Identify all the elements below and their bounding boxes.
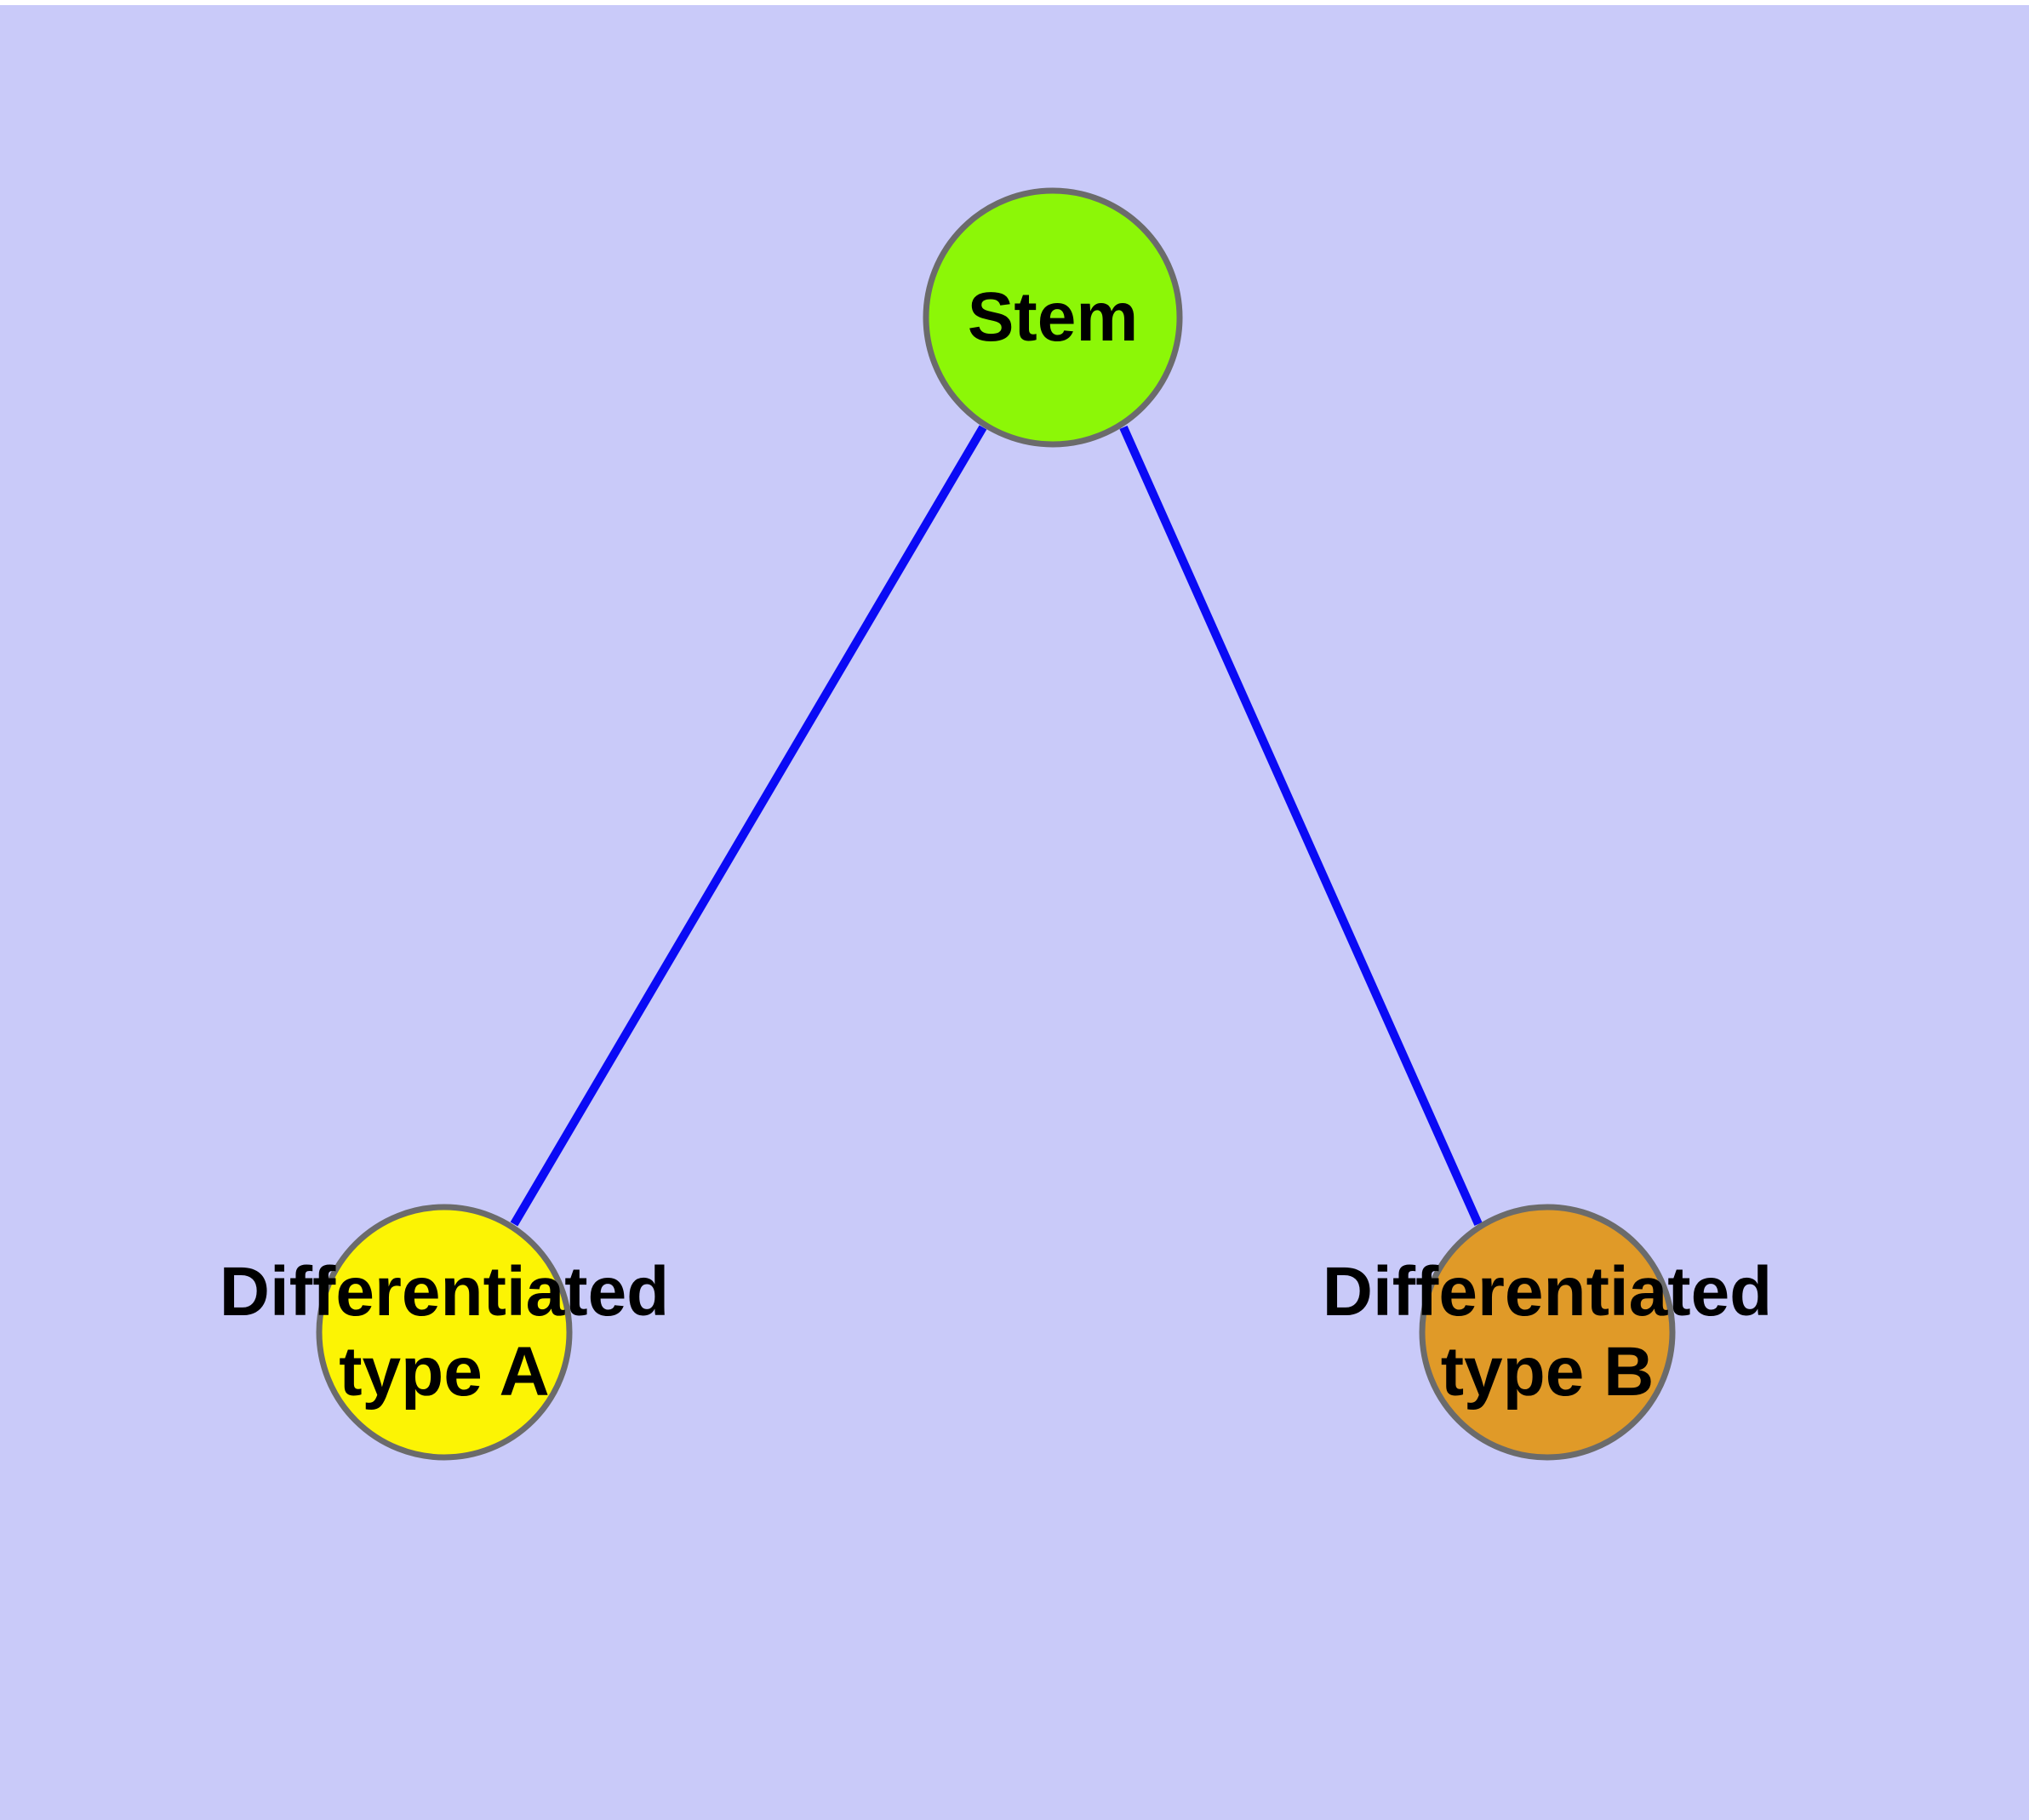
node-circle-differentiated-type-b[interactable] bbox=[1419, 1204, 1676, 1461]
node-circle-differentiated-type-a[interactable] bbox=[316, 1204, 573, 1461]
edge-stem-to-differentiated-type-b bbox=[1119, 425, 1483, 1227]
edge-stem-to-differentiated-type-a bbox=[510, 425, 987, 1227]
node-layer bbox=[316, 187, 1676, 1461]
node-circle-stem[interactable] bbox=[923, 187, 1183, 448]
edge-layer bbox=[510, 425, 1483, 1227]
